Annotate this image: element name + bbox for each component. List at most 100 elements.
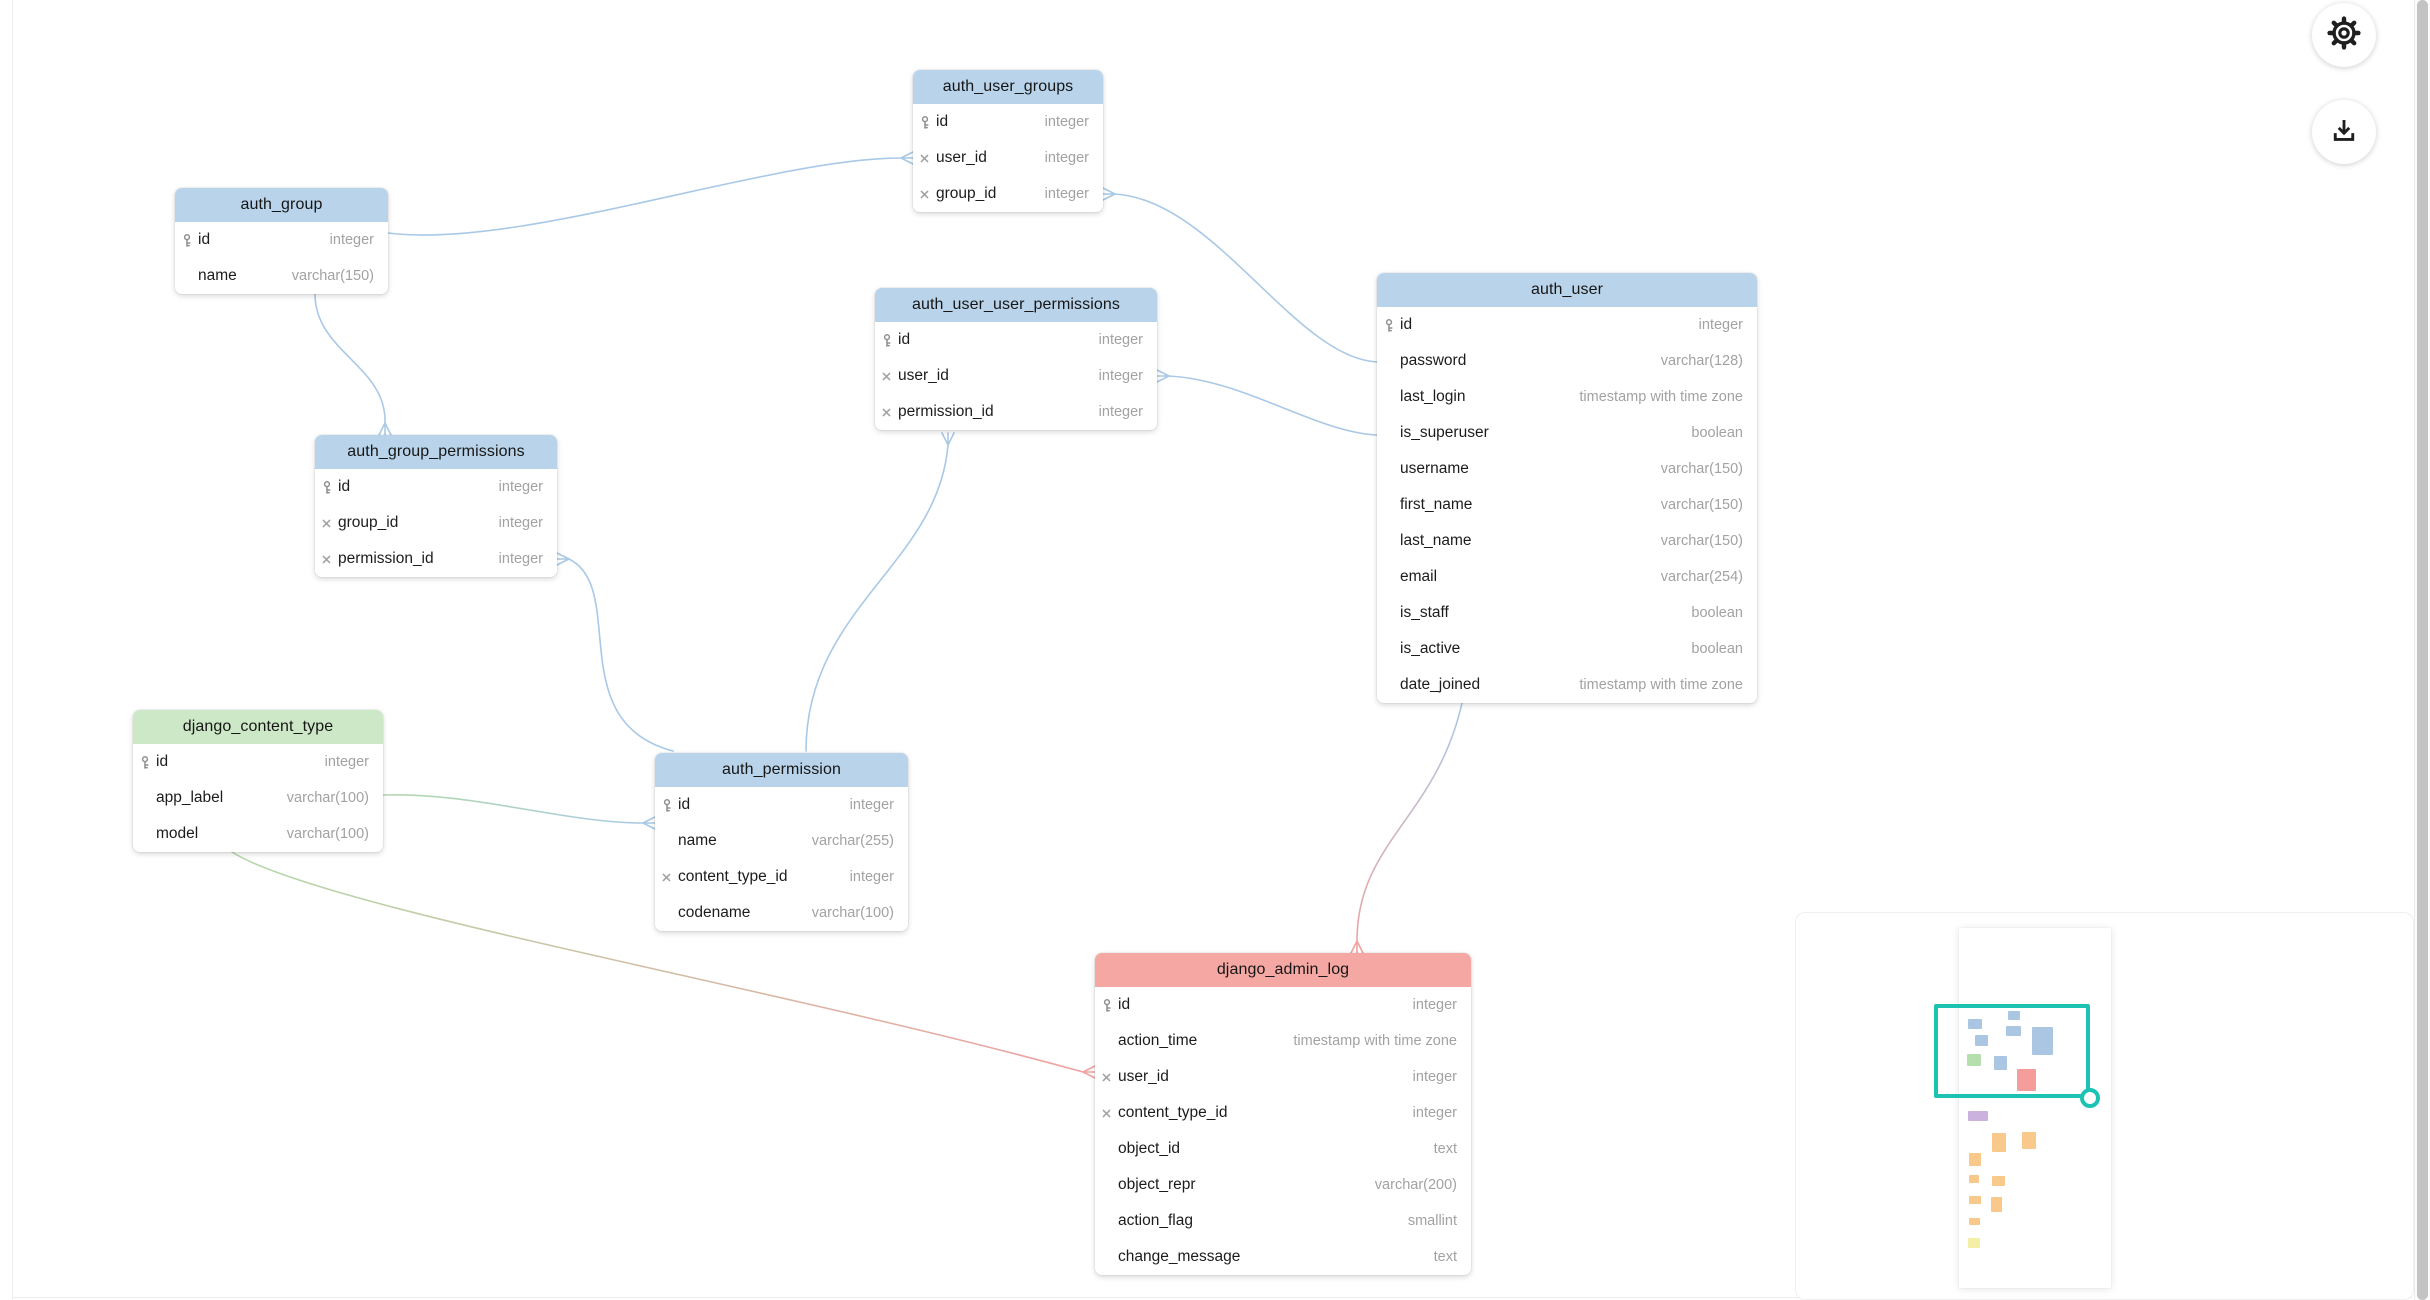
minimap-resize-handle[interactable] xyxy=(2080,1088,2100,1108)
field-type: varchar(150) xyxy=(1660,461,1743,477)
minimap-table-rect xyxy=(1992,1176,2005,1186)
field-name: id xyxy=(156,753,169,770)
minimap-table-rect xyxy=(1968,1111,1988,1121)
field-name: email xyxy=(1400,568,1438,585)
table-header[interactable]: auth_user_user_permissions xyxy=(875,288,1157,322)
primary-key-icon xyxy=(322,480,338,494)
table-header[interactable]: auth_user_groups xyxy=(913,70,1103,104)
foreign-key-icon xyxy=(920,190,936,199)
minimap-table-rect xyxy=(2022,1132,2036,1149)
field-name: group_id xyxy=(936,185,997,202)
field-name: action_time xyxy=(1118,1032,1198,1049)
field-type: timestamp with time zone xyxy=(1579,389,1743,405)
table-header[interactable]: auth_group xyxy=(175,188,388,222)
table-name: auth_user_user_permissions xyxy=(911,296,1121,313)
crow-foot-marker xyxy=(1082,1065,1096,1079)
field-type: boolean xyxy=(1691,425,1743,441)
table-header[interactable]: auth_permission xyxy=(655,753,908,787)
field-type: integer xyxy=(1098,368,1143,384)
field-name: password xyxy=(1400,352,1467,369)
field-name: codename xyxy=(678,904,751,921)
primary-key-icon xyxy=(140,755,156,769)
minimap-viewport[interactable] xyxy=(1934,1004,2090,1098)
field-row-password[interactable]: password varchar(128) xyxy=(1377,343,1757,379)
field-type: integer xyxy=(1098,332,1143,348)
minimap-table-rect xyxy=(1992,1133,2006,1152)
relationship-edge-auth_user_user_permissions-auth_user xyxy=(1168,375,1378,436)
field-row-permission_id[interactable]: permission_id integer xyxy=(875,394,1157,430)
field-type: varchar(128) xyxy=(1660,353,1743,369)
table-header[interactable]: django_content_type xyxy=(133,710,383,744)
field-name: is_superuser xyxy=(1400,424,1489,441)
table-name: django_content_type xyxy=(182,718,334,735)
table-name: auth_permission xyxy=(722,761,841,778)
settings-button[interactable] xyxy=(2312,3,2376,67)
gear-icon xyxy=(2327,15,2361,55)
table-header[interactable]: django_admin_log xyxy=(1095,953,1471,987)
scrollbar-track[interactable] xyxy=(2414,0,2430,1300)
download-button[interactable] xyxy=(2312,100,2376,164)
field-name: permission_id xyxy=(898,403,994,420)
field-type: smallint xyxy=(1407,1213,1457,1229)
minimap-table-rect xyxy=(1968,1238,1980,1248)
crow-foot-marker xyxy=(1156,369,1170,383)
field-type: integer xyxy=(1098,404,1143,420)
field-name: first_name xyxy=(1400,496,1473,513)
field-type: varchar(150) xyxy=(291,268,374,284)
field-name: model xyxy=(156,825,199,842)
field-name: change_message xyxy=(1118,1248,1241,1265)
field-name: is_active xyxy=(1400,640,1461,657)
table-header[interactable]: auth_user xyxy=(1377,273,1757,307)
foreign-key-icon xyxy=(662,873,678,882)
table-header[interactable]: auth_group_permissions xyxy=(315,435,557,469)
minimap-table-rect xyxy=(1968,1019,1982,1029)
minimap-table-rect xyxy=(2032,1027,2053,1055)
field-row-is_superuser[interactable]: is_superuser boolean xyxy=(1377,415,1757,451)
field-type: varchar(150) xyxy=(1660,533,1743,549)
scrollbar-thumb[interactable] xyxy=(2417,0,2428,1300)
